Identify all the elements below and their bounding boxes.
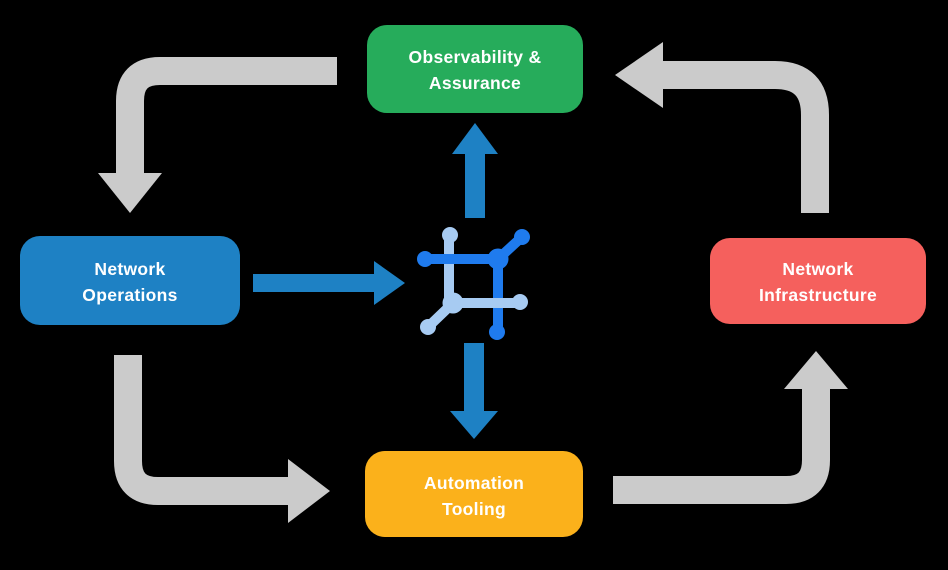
icon-lower-left-node (420, 319, 436, 335)
node-automation-tooling-label-line2: Tooling (442, 499, 506, 519)
node-observability-assurance-label-line1: Observability & (409, 47, 542, 67)
flow-arrow-right (253, 261, 405, 305)
node-automation-tooling-box (365, 451, 583, 537)
node-network-operations-label-line1: Network (94, 259, 165, 279)
icon-bottom-node (489, 324, 505, 340)
cycle-arrow-top-right-shaft (663, 61, 829, 213)
icon-top-node (442, 227, 458, 243)
node-network-operations: Network Operations (20, 236, 240, 325)
node-network-operations-label-line2: Operations (82, 285, 177, 305)
icon-bottom-left-corner-node (442, 292, 464, 314)
node-network-operations-box (20, 236, 240, 325)
cycle-arrow-top-left (98, 57, 337, 213)
cycle-arrow-top-left-shaft (116, 57, 337, 174)
flow-arrow-down (450, 343, 498, 439)
icon-upper-right-node (514, 229, 530, 245)
cycle-arrow-bottom-right-head (784, 351, 848, 389)
cycle-arrow-bottom-left (114, 355, 330, 523)
node-automation-tooling: Automation Tooling (365, 451, 583, 537)
node-observability-assurance: Observability & Assurance (367, 25, 583, 113)
node-network-infrastructure-label-line2: Infrastructure (759, 285, 877, 305)
node-network-infrastructure-box (710, 238, 926, 324)
cycle-arrow-bottom-left-shaft (114, 355, 288, 505)
flow-arrow-up-head (452, 123, 498, 154)
node-observability-assurance-label-line2: Assurance (429, 73, 521, 93)
cycle-arrow-bottom-right-shaft (613, 389, 830, 504)
network-node-icon (417, 227, 530, 340)
icon-left-node (417, 251, 433, 267)
node-automation-tooling-label-line1: Automation (424, 473, 524, 493)
node-network-infrastructure-label-line1: Network (782, 259, 853, 279)
cycle-arrow-bottom-right (613, 351, 848, 504)
flow-arrow-up (452, 123, 498, 218)
node-observability-assurance-box (367, 25, 583, 113)
flow-arrow-right-head (374, 261, 405, 305)
cycle-arrow-top-left-head (98, 173, 162, 213)
node-network-infrastructure: Network Infrastructure (710, 238, 926, 324)
cycle-arrow-top-right-head (615, 42, 663, 108)
icon-top-right-corner-node (487, 248, 509, 270)
cycle-arrow-top-right (615, 42, 829, 213)
cycle-arrow-bottom-left-head (288, 459, 330, 523)
flow-arrow-down-head (450, 411, 498, 439)
icon-right-node (512, 294, 528, 310)
